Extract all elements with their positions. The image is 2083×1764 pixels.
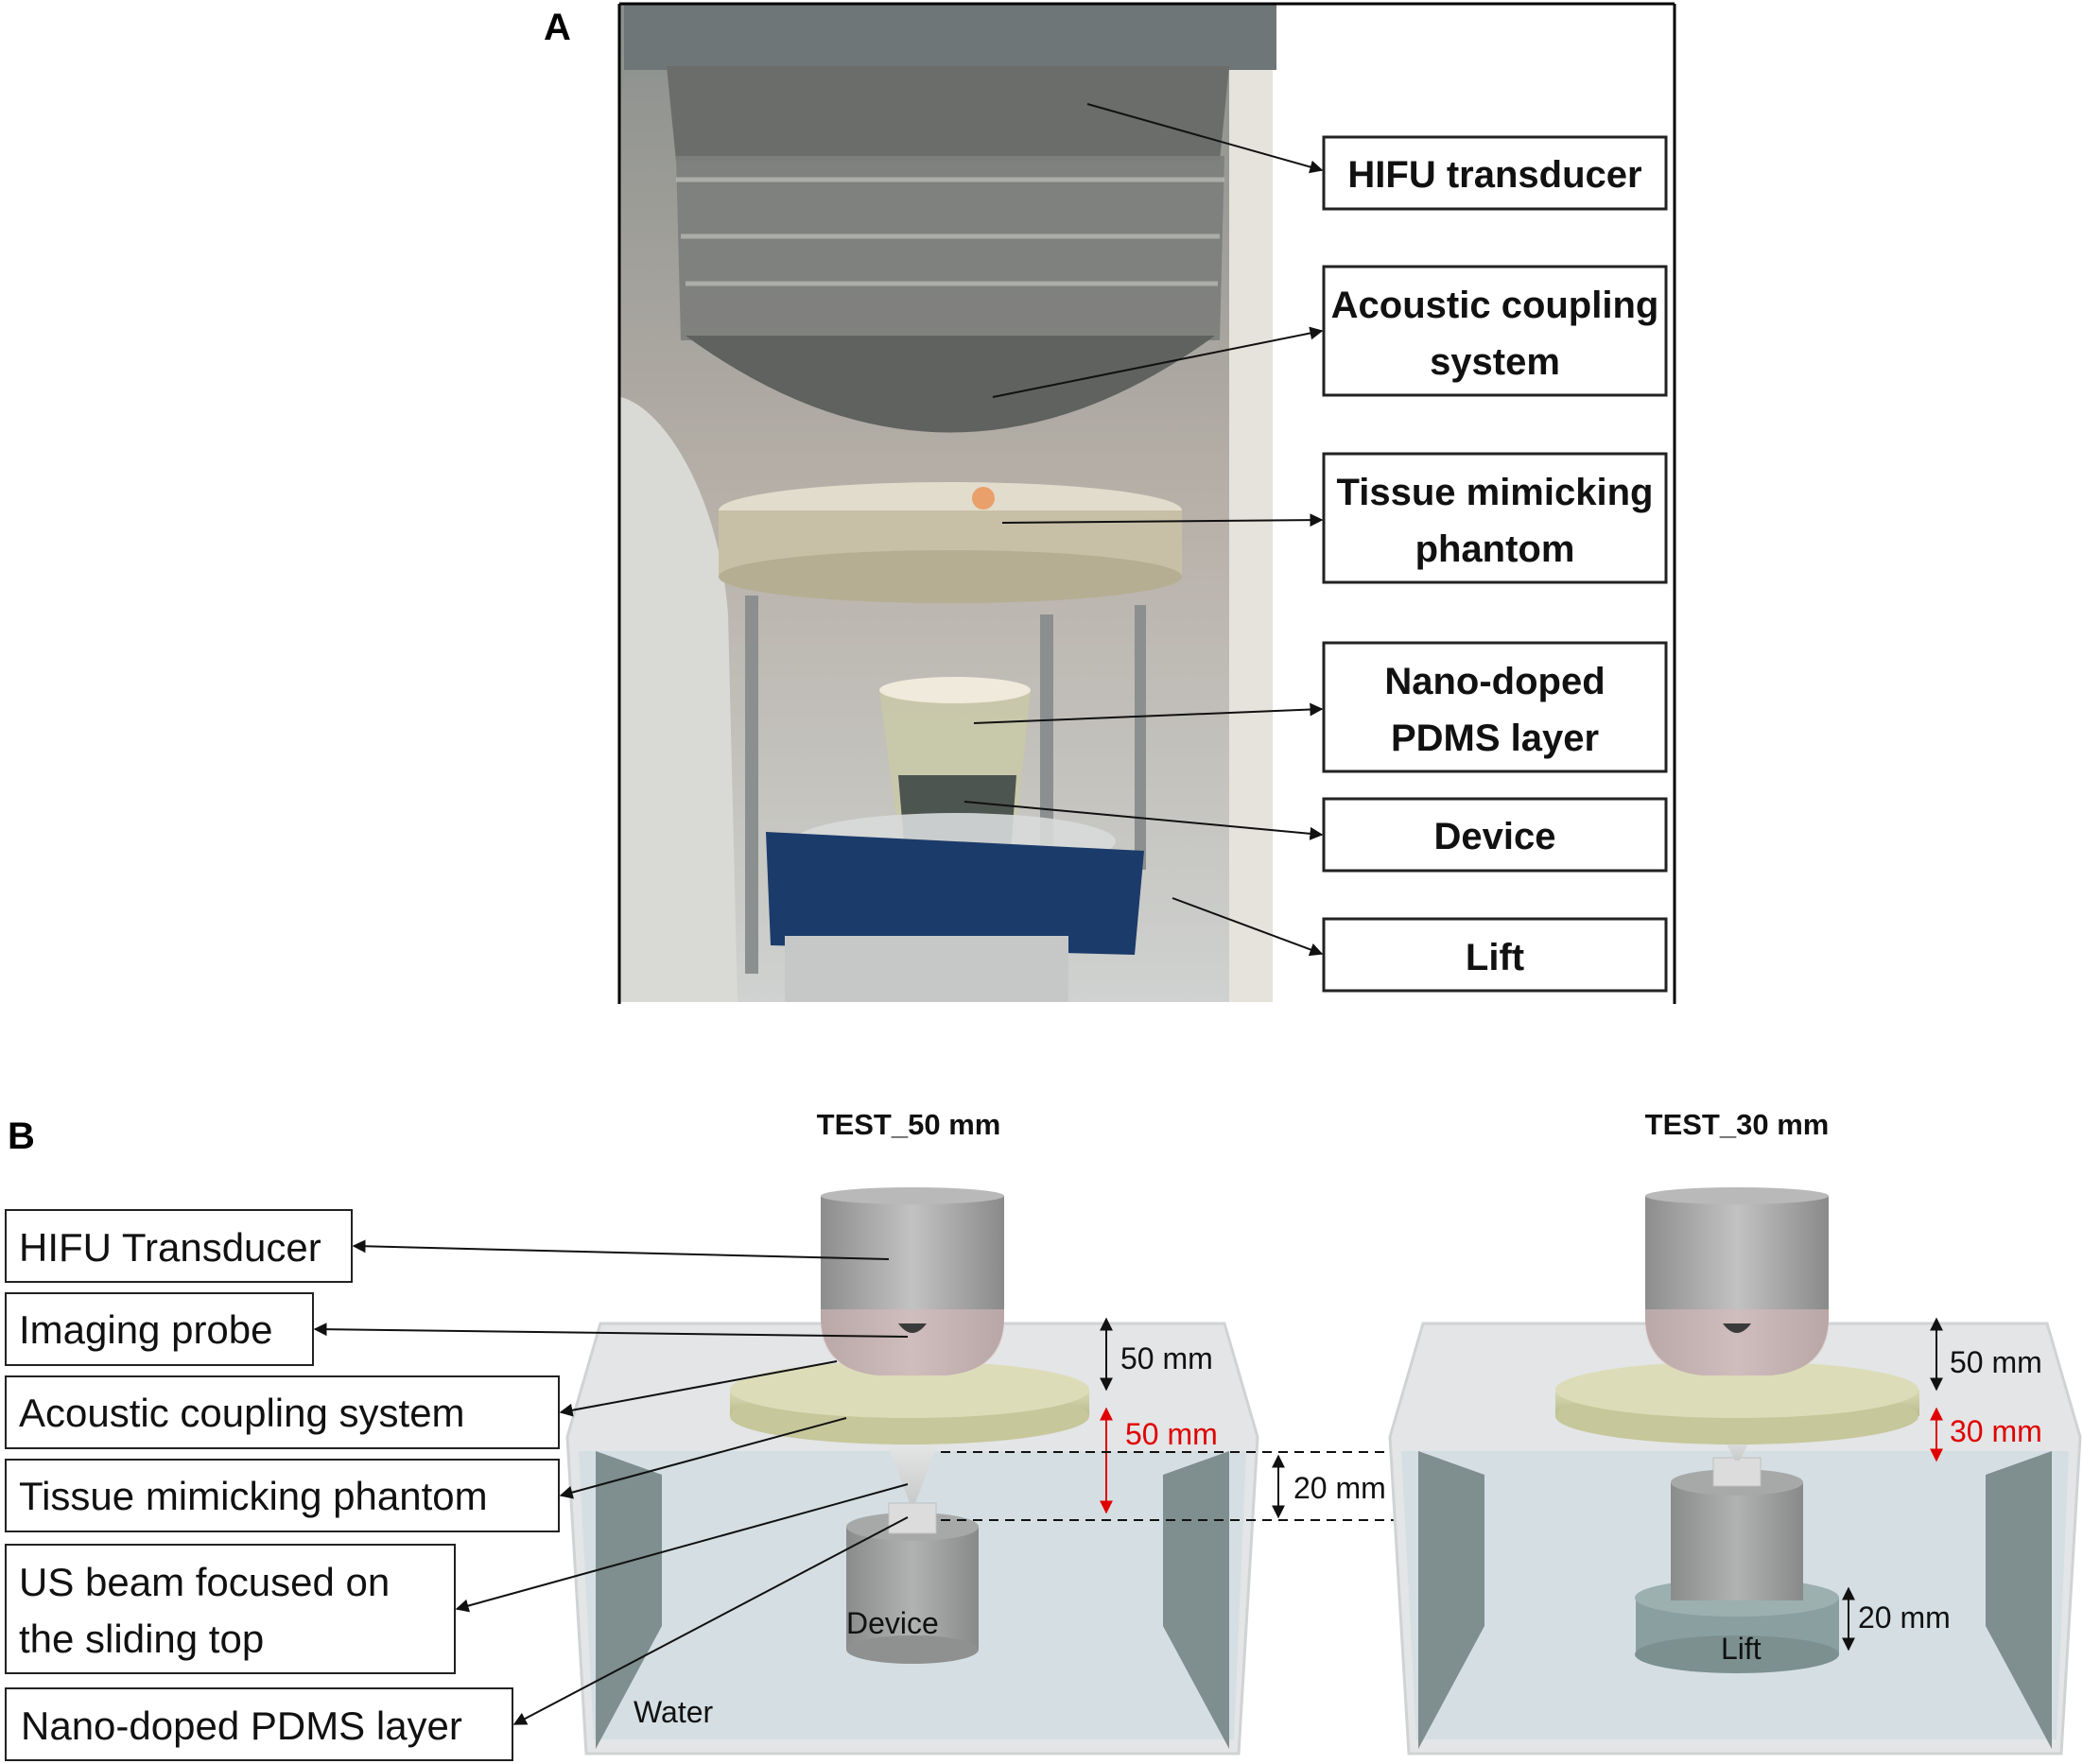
dim-right-top: 50 mm	[1950, 1345, 2042, 1379]
b-label-us-beam-line1: US beam focused on	[19, 1560, 390, 1604]
label-nano-pdms-line2: PDMS layer	[1391, 718, 1599, 759]
lift-label: Lift	[1721, 1632, 1762, 1666]
label-tissue-phantom-line2: phantom	[1415, 528, 1575, 570]
label-hifu-transducer: HIFU transducer	[1347, 154, 1641, 196]
label-nano-pdms-line1: Nano-doped	[1384, 661, 1605, 702]
dim-left-top: 50 mm	[1120, 1341, 1213, 1375]
panel-b-leaders	[313, 1239, 909, 1725]
label-box-hifu-transducer	[1322, 135, 1668, 211]
label-box-lift	[1322, 917, 1668, 993]
panel-a-leaders	[963, 103, 1324, 957]
sliding-top-left	[888, 1502, 937, 1534]
dim-gap: 20 mm	[1293, 1471, 1386, 1505]
dim-right-red: 30 mm	[1950, 1414, 2042, 1448]
panel-b-labels: HIFU Transducer Imaging probe Acoustic c…	[5, 1209, 560, 1761]
panel-a-labels: HIFU transducer Acoustic coupling system…	[1322, 135, 1668, 993]
b-label-acoustic-coupling: Acoustic coupling system	[19, 1391, 465, 1435]
device-body-right	[1671, 1482, 1803, 1600]
imaging-probe-left	[898, 1323, 927, 1333]
test-left-title: TEST_50 mm	[817, 1108, 1001, 1141]
b-label-box-us-beam	[5, 1544, 456, 1674]
label-lift: Lift	[1466, 937, 1524, 978]
b-label-hifu-transducer: HIFU Transducer	[19, 1225, 321, 1270]
label-box-device	[1322, 797, 1668, 873]
tank-left-wall-l	[596, 1451, 662, 1749]
tank-left-wall-r	[1163, 1451, 1229, 1749]
label-device: Device	[1434, 816, 1556, 857]
label-acoustic-coupling-line1: Acoustic coupling	[1331, 285, 1659, 326]
label-tissue-phantom-line1: Tissue mimicking	[1337, 472, 1654, 513]
label-box-nano-pdms	[1322, 641, 1668, 773]
label-box-tissue-phantom	[1322, 452, 1668, 584]
test-right-dimensions: 50 mm 30 mm 20 mm	[1842, 1317, 2042, 1652]
tank-right-wall-r	[1986, 1451, 2052, 1749]
b-label-us-beam-line2: the sliding top	[19, 1617, 264, 1661]
imaging-probe-right	[1723, 1323, 1751, 1333]
dim-lift: 20 mm	[1858, 1600, 1951, 1634]
test-left-setup: Device Water	[565, 1187, 1259, 1755]
tank-right-wall-l	[1418, 1451, 1484, 1749]
panel-b-letter: B	[8, 1115, 35, 1157]
b-label-nano-pdms: Nano-doped PDMS layer	[21, 1703, 462, 1748]
photo-setup	[620, 4, 1276, 1002]
b-label-tissue-phantom: Tissue mimicking phantom	[19, 1474, 488, 1518]
dim-left-red: 50 mm	[1125, 1417, 1218, 1451]
b-label-box-hifu	[5, 1209, 353, 1283]
b-label-box-nano-pdms	[5, 1687, 513, 1761]
device-body-left	[846, 1527, 979, 1650]
coupling-right	[1645, 1309, 1829, 1375]
test-right-title: TEST_30 mm	[1645, 1108, 1830, 1141]
b-label-imaging-probe: Imaging probe	[19, 1307, 273, 1352]
sliding-top-right	[1712, 1457, 1762, 1487]
label-acoustic-coupling-line2: system	[1430, 341, 1560, 383]
test-left-dimensions: 50 mm 50 mm 20 mm	[941, 1317, 1740, 1521]
panel-a-letter: A	[544, 7, 571, 48]
b-label-box-imaging	[5, 1292, 314, 1366]
water-label: Water	[634, 1695, 714, 1729]
test-right-setup: Lift	[1388, 1187, 2082, 1755]
label-box-acoustic-coupling	[1322, 265, 1668, 397]
b-label-box-coupling	[5, 1375, 560, 1449]
b-label-box-phantom	[5, 1459, 560, 1532]
device-label-left: Device	[846, 1606, 939, 1640]
coupling-left	[821, 1309, 1004, 1375]
